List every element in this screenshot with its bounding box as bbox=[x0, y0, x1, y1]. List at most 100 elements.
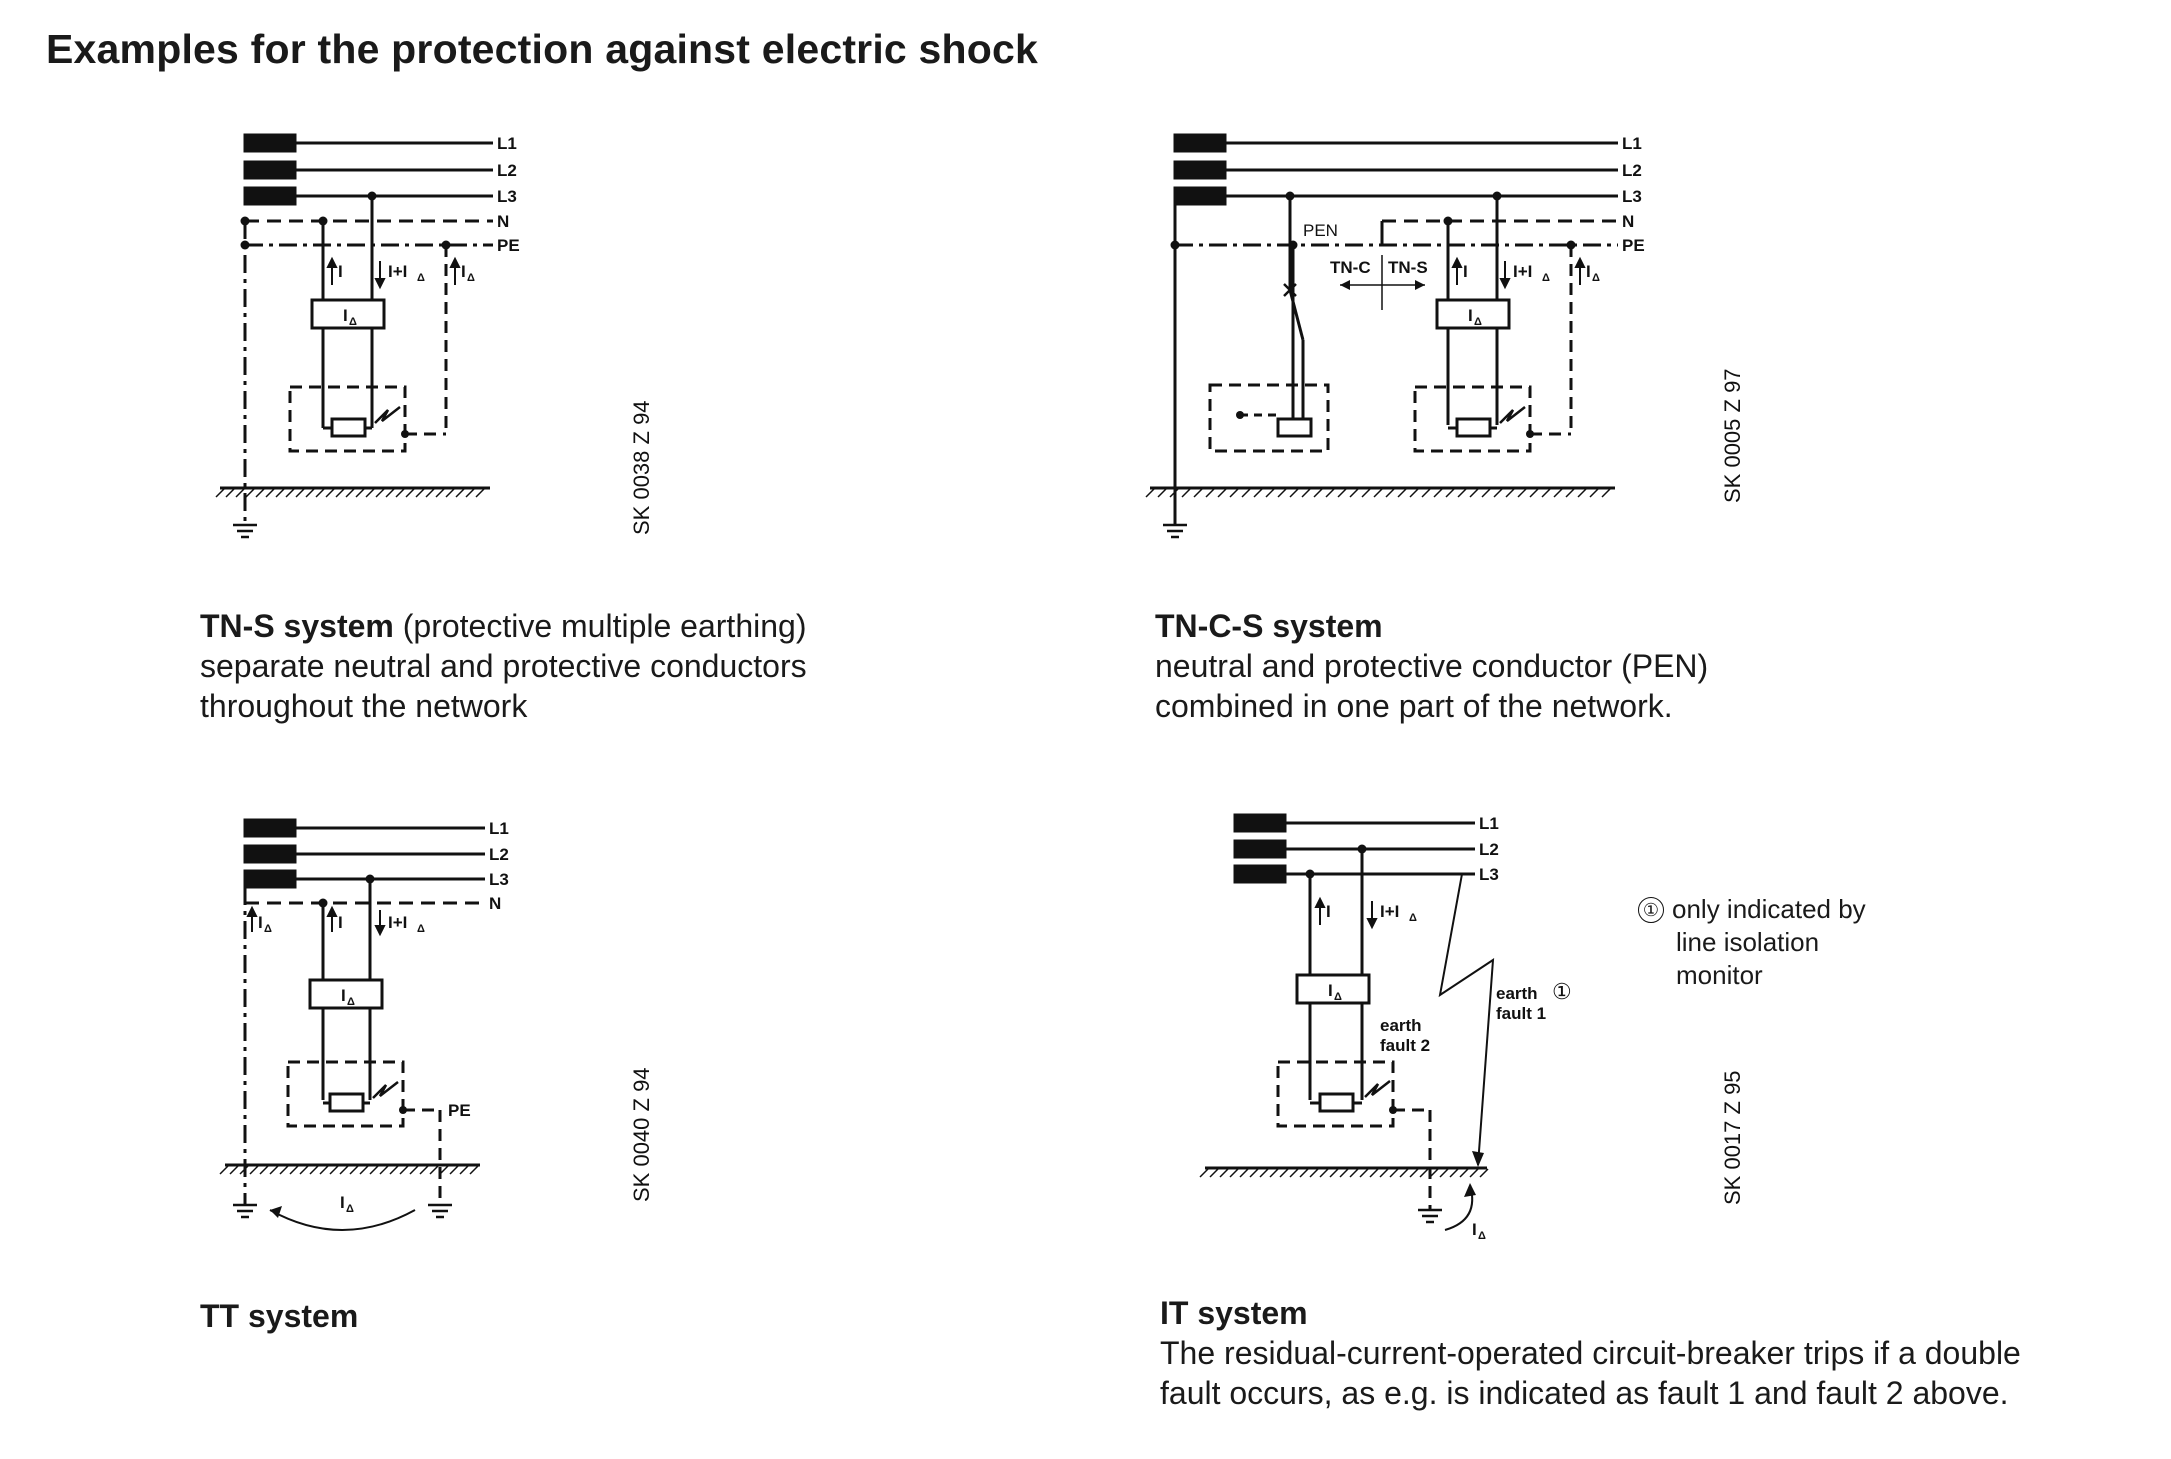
label-current-i-plus: I+I bbox=[1380, 902, 1399, 921]
caption-title-suffix: (protective multiple earthing) bbox=[393, 608, 807, 644]
transformer-winding-l2 bbox=[1233, 839, 1287, 859]
label-l1: L1 bbox=[489, 819, 509, 838]
transformer-winding-l2 bbox=[243, 844, 297, 864]
caption-line: throughout the network bbox=[200, 688, 528, 724]
it-footnote: ① only indicated by line isolation monito… bbox=[1638, 893, 1866, 992]
label-tnc: TN-C bbox=[1330, 258, 1371, 277]
drawing-code: SK 0040 Z 94 bbox=[629, 1067, 654, 1202]
transformer-winding-l3 bbox=[243, 186, 297, 206]
transformer-winding-l2 bbox=[1173, 160, 1227, 180]
footnote-marker: ① bbox=[1638, 897, 1664, 923]
label-n: N bbox=[497, 212, 509, 231]
fault-lightning-icon bbox=[372, 1081, 399, 1099]
label-current-i-plus: I+I bbox=[1513, 262, 1532, 281]
equipment-enclosure bbox=[1413, 385, 1532, 453]
caption-line: separate neutral and protective conducto… bbox=[200, 648, 807, 684]
label-current-i: I bbox=[1326, 902, 1331, 921]
label-l2: L2 bbox=[1479, 840, 1499, 859]
tncs-caption: TN-C-S system neutral and protective con… bbox=[1155, 606, 1708, 726]
tt-diagram: L1 L2 L3 N I Δ I I+I Δ I Δ PE I Δ SK 004… bbox=[219, 818, 654, 1231]
label-pe: PE bbox=[448, 1101, 471, 1120]
drawing-code: SK 0005 Z 97 bbox=[1720, 368, 1745, 503]
caption-title: TN-S system bbox=[200, 608, 394, 644]
label-tns: TN-S bbox=[1388, 258, 1428, 277]
equipment-enclosure bbox=[1276, 1060, 1395, 1128]
residual-current-device-icon bbox=[310, 298, 386, 330]
label-l1: L1 bbox=[1479, 814, 1499, 833]
load-resistor-icon bbox=[1455, 417, 1492, 438]
it-diagram: L1 L2 L3 I I+I Δ I Δ earth fault 1 ① ear… bbox=[1199, 813, 1745, 1242]
tncs-diagram: L1 L2 L3 N PE PEN TN-C TN-S I I+I Δ I Δ … bbox=[1145, 133, 1745, 539]
label-current-i: I bbox=[1463, 262, 1468, 281]
boundary-arrow-icon bbox=[1340, 280, 1425, 290]
label-earth-fault-2: fault 2 bbox=[1380, 1036, 1430, 1055]
label-l2: L2 bbox=[497, 161, 517, 180]
caption-title: IT system bbox=[1160, 1295, 1308, 1331]
label-pe: PE bbox=[1622, 236, 1645, 255]
caption-line: The residual-current-operated circuit-br… bbox=[1160, 1335, 2021, 1371]
residual-current-device-icon bbox=[1435, 298, 1511, 330]
footnote-line: line isolation bbox=[1676, 927, 1820, 957]
label-l3: L3 bbox=[1479, 865, 1499, 884]
transformer-winding-l3 bbox=[1233, 864, 1287, 884]
footnote-line: only indicated by bbox=[1672, 894, 1866, 924]
label-l3: L3 bbox=[497, 187, 517, 206]
label-l3: L3 bbox=[1622, 187, 1642, 206]
load-resistor-icon bbox=[1318, 1092, 1355, 1113]
delta-subscript: Δ bbox=[1409, 912, 1417, 924]
transformer-winding-l1 bbox=[243, 133, 297, 153]
load-resistor-icon bbox=[1276, 417, 1313, 438]
delta-subscript: Δ bbox=[1334, 991, 1342, 1003]
label-l2: L2 bbox=[1622, 161, 1642, 180]
earth-ground-icon bbox=[233, 523, 257, 539]
arrow-head bbox=[1464, 1183, 1476, 1197]
label-l1: L1 bbox=[497, 134, 517, 153]
fault-lightning-icon bbox=[374, 406, 401, 424]
label-l3: L3 bbox=[489, 870, 509, 889]
delta-subscript: Δ bbox=[467, 272, 475, 284]
label-i-delta: I bbox=[258, 913, 263, 932]
load-resistor-icon bbox=[328, 1092, 365, 1113]
fault-lightning-icon bbox=[1499, 406, 1526, 424]
residual-current-device-icon bbox=[308, 978, 384, 1010]
rcd-label: I bbox=[341, 986, 346, 1005]
rcd-label: I bbox=[343, 306, 348, 325]
label-pen: PEN bbox=[1303, 221, 1338, 240]
delta-subscript: Δ bbox=[1542, 272, 1550, 284]
label-i-delta: I bbox=[461, 262, 466, 281]
label-i-delta: I bbox=[1472, 1220, 1477, 1239]
equipment-enclosure bbox=[286, 1060, 405, 1128]
delta-subscript: Δ bbox=[349, 316, 357, 328]
label-n: N bbox=[489, 894, 501, 913]
delta-subscript: Δ bbox=[346, 1203, 354, 1215]
delta-subscript: Δ bbox=[264, 923, 272, 935]
label-return-i-delta: I bbox=[340, 1193, 345, 1212]
label-l2: L2 bbox=[489, 845, 509, 864]
transformer-winding-l1 bbox=[243, 818, 297, 838]
return-current-arc bbox=[269, 1209, 416, 1231]
label-earth-fault-1: fault 1 bbox=[1496, 1004, 1546, 1023]
delta-subscript: Δ bbox=[1592, 272, 1600, 284]
delta-subscript: Δ bbox=[417, 272, 425, 284]
transformer-winding-l1 bbox=[1233, 813, 1287, 833]
earth-ground-icon bbox=[233, 1203, 257, 1219]
transformer-winding-l3 bbox=[1173, 186, 1227, 206]
earth-ground-icon bbox=[1418, 1208, 1442, 1224]
delta-subscript: Δ bbox=[1474, 316, 1482, 328]
transformer-winding-l2 bbox=[243, 160, 297, 180]
footnote-line: monitor bbox=[1676, 960, 1763, 990]
tns-caption: TN-S system (protective multiple earthin… bbox=[200, 606, 807, 726]
equipment-enclosure bbox=[288, 385, 407, 453]
label-current-i: I bbox=[338, 262, 343, 281]
delta-subscript: Δ bbox=[1478, 1230, 1486, 1242]
label-current-i-plus: I+I bbox=[388, 262, 407, 281]
equipment-enclosure bbox=[1208, 383, 1330, 453]
drawing-code: SK 0038 Z 94 bbox=[629, 400, 654, 535]
transformer-winding-l3 bbox=[243, 869, 297, 889]
residual-current-device-icon bbox=[1295, 973, 1371, 1005]
label-pe: PE bbox=[497, 236, 520, 255]
tt-caption: TT system bbox=[200, 1296, 358, 1336]
label-n: N bbox=[1622, 212, 1634, 231]
tns-diagram: L1 L2 L3 N PE I I+I Δ I Δ I Δ SK 0038 Z … bbox=[215, 133, 654, 539]
transformer-winding-l1 bbox=[1173, 133, 1227, 153]
